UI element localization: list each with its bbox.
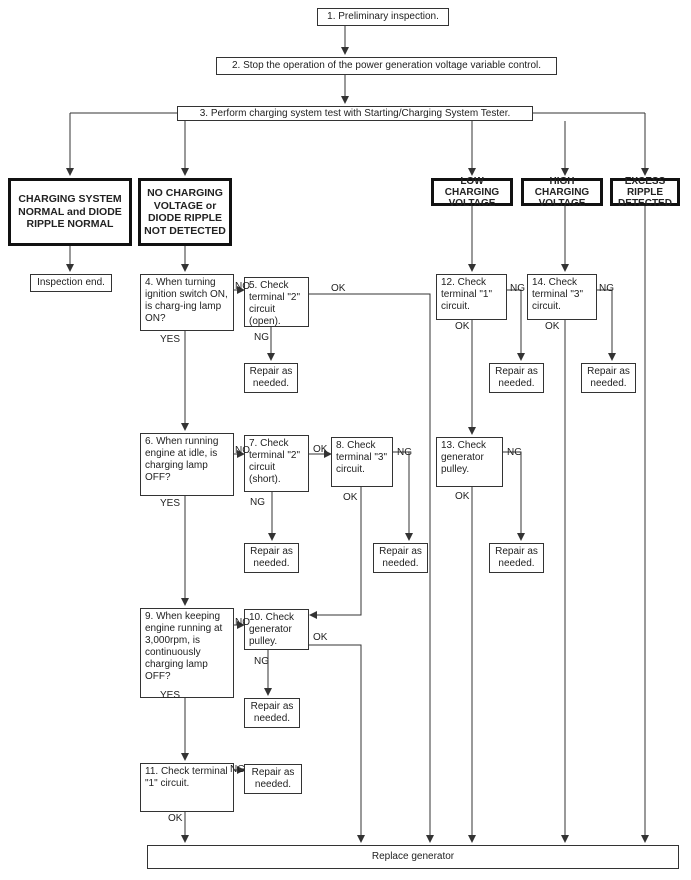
repair-box-12: Repair as needed. bbox=[489, 363, 544, 393]
step-4-box: 4. When turning ignition switch ON, is c… bbox=[140, 274, 234, 331]
repair-box-10: Repair as needed. bbox=[244, 698, 300, 728]
label-ng-step7: NG bbox=[250, 497, 265, 508]
step-8-box: 8. Check terminal "3" circuit. bbox=[331, 437, 393, 487]
label-yes-step6: YES bbox=[160, 498, 181, 509]
step-3-box: 3. Perform charging system test with Sta… bbox=[177, 106, 533, 121]
step-14-box: 14. Check terminal "3" circuit. bbox=[527, 274, 597, 320]
step-6-box: 6. When running engine at idle, is charg… bbox=[140, 433, 234, 496]
label-ok-step11: OK bbox=[168, 813, 183, 824]
label-yes-step4: YES bbox=[160, 334, 181, 345]
label-ok-step7: OK bbox=[313, 444, 328, 455]
repair-box-8: Repair as needed. bbox=[373, 543, 428, 573]
result-high: HIGH CHARGING VOLTAGE bbox=[521, 176, 603, 209]
label-ok-step12: OK bbox=[455, 321, 470, 332]
label-no-step4: NO bbox=[235, 281, 250, 292]
repair-box-13: Repair as needed. bbox=[489, 543, 544, 573]
step-10-box: 10. Check generator pulley. bbox=[244, 609, 309, 650]
label-ng-step8: NG bbox=[397, 447, 412, 458]
step-2-box: 2. Stop the operation of the power gener… bbox=[216, 57, 557, 75]
step-13-box: 13. Check generator pulley. bbox=[436, 437, 503, 487]
label-ok-step10: OK bbox=[313, 632, 328, 643]
label-ok-step14: OK bbox=[545, 321, 560, 332]
repair-box-14: Repair as needed. bbox=[581, 363, 636, 393]
label-no-step9: NO bbox=[235, 617, 250, 628]
step-9-box: 9. When keeping engine running at 3,000r… bbox=[140, 608, 234, 698]
step-7-box: 7. Check terminal "2" circuit (short). bbox=[244, 435, 309, 492]
label-ok-step8: OK bbox=[343, 492, 358, 503]
repair-box-7: Repair as needed. bbox=[244, 543, 299, 573]
repair-box-11: Repair as needed. bbox=[244, 764, 302, 794]
step-12-box: 12. Check terminal "1" circuit. bbox=[436, 274, 507, 320]
label-ng-step13: NG bbox=[507, 447, 522, 458]
label-ng-step10: NG bbox=[254, 656, 269, 667]
label-ng-step14: NG bbox=[599, 283, 614, 294]
label-ng-step11: NG bbox=[230, 764, 245, 775]
label-yes-step9: YES bbox=[160, 690, 181, 701]
label-ok-step13: OK bbox=[455, 491, 470, 502]
label-ng-step12: NG bbox=[510, 283, 525, 294]
label-no-step6: NO bbox=[235, 445, 250, 456]
label-ok-step5: OK bbox=[331, 283, 346, 294]
result-normal: CHARGING SYSTEM NORMAL and DIODE RIPPLE … bbox=[8, 178, 132, 246]
step-1-box: 1. Preliminary inspection. bbox=[317, 8, 449, 26]
step-5-box: 5. Check terminal "2" circuit (open). bbox=[244, 277, 309, 327]
result-excess: EXCESS RIPPLE DETECTED bbox=[610, 176, 680, 209]
label-ng-step5: NG bbox=[254, 332, 269, 343]
step-11-box: 11. Check terminal "1" circuit. bbox=[140, 763, 234, 812]
inspection-end-box: Inspection end. bbox=[30, 274, 112, 292]
result-no-charging: NO CHARGING VOLTAGE or DIODE RIPPLE NOT … bbox=[138, 178, 232, 246]
result-low: LOW CHARGING VOLTAGE bbox=[431, 176, 513, 209]
repair-box-5: Repair as needed. bbox=[244, 363, 298, 393]
replace-generator-box: Replace generator bbox=[147, 845, 679, 869]
